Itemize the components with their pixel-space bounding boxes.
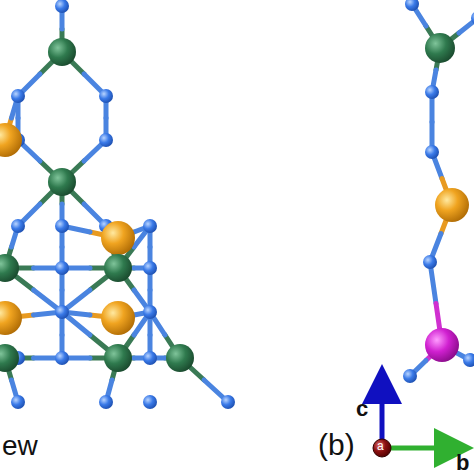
atom — [221, 395, 235, 409]
atom — [55, 0, 69, 13]
atom — [99, 133, 113, 147]
atom — [0, 301, 22, 335]
atom — [101, 301, 135, 335]
panel-title: ew — [2, 432, 38, 460]
atom — [11, 219, 25, 233]
atom — [143, 351, 157, 365]
atom — [11, 89, 25, 103]
atom — [143, 219, 157, 233]
axis-label: b — [456, 452, 469, 474]
panel-label: (b) — [318, 430, 355, 460]
atom — [423, 255, 437, 269]
atom — [48, 168, 76, 196]
atom — [55, 261, 69, 275]
atom — [425, 33, 455, 63]
atom — [104, 344, 132, 372]
atom — [55, 351, 69, 365]
atom — [55, 219, 69, 233]
atom — [425, 145, 439, 159]
axis-label: c — [356, 398, 368, 420]
axis-label: a — [377, 440, 384, 452]
atom — [143, 395, 157, 409]
atom — [425, 328, 459, 362]
atom — [143, 305, 157, 319]
atom — [48, 38, 76, 66]
atom — [405, 0, 419, 11]
atom — [471, 11, 474, 25]
atom — [11, 395, 25, 409]
atom — [143, 261, 157, 275]
atom — [403, 369, 417, 383]
atom — [463, 353, 474, 367]
atom — [435, 188, 469, 222]
atom — [425, 85, 439, 99]
atom — [104, 254, 132, 282]
atom — [0, 254, 19, 282]
atom — [99, 395, 113, 409]
atom — [166, 344, 194, 372]
atom — [101, 221, 135, 255]
atom — [99, 89, 113, 103]
atom — [0, 123, 22, 157]
atom — [55, 305, 69, 319]
atom — [0, 344, 19, 372]
